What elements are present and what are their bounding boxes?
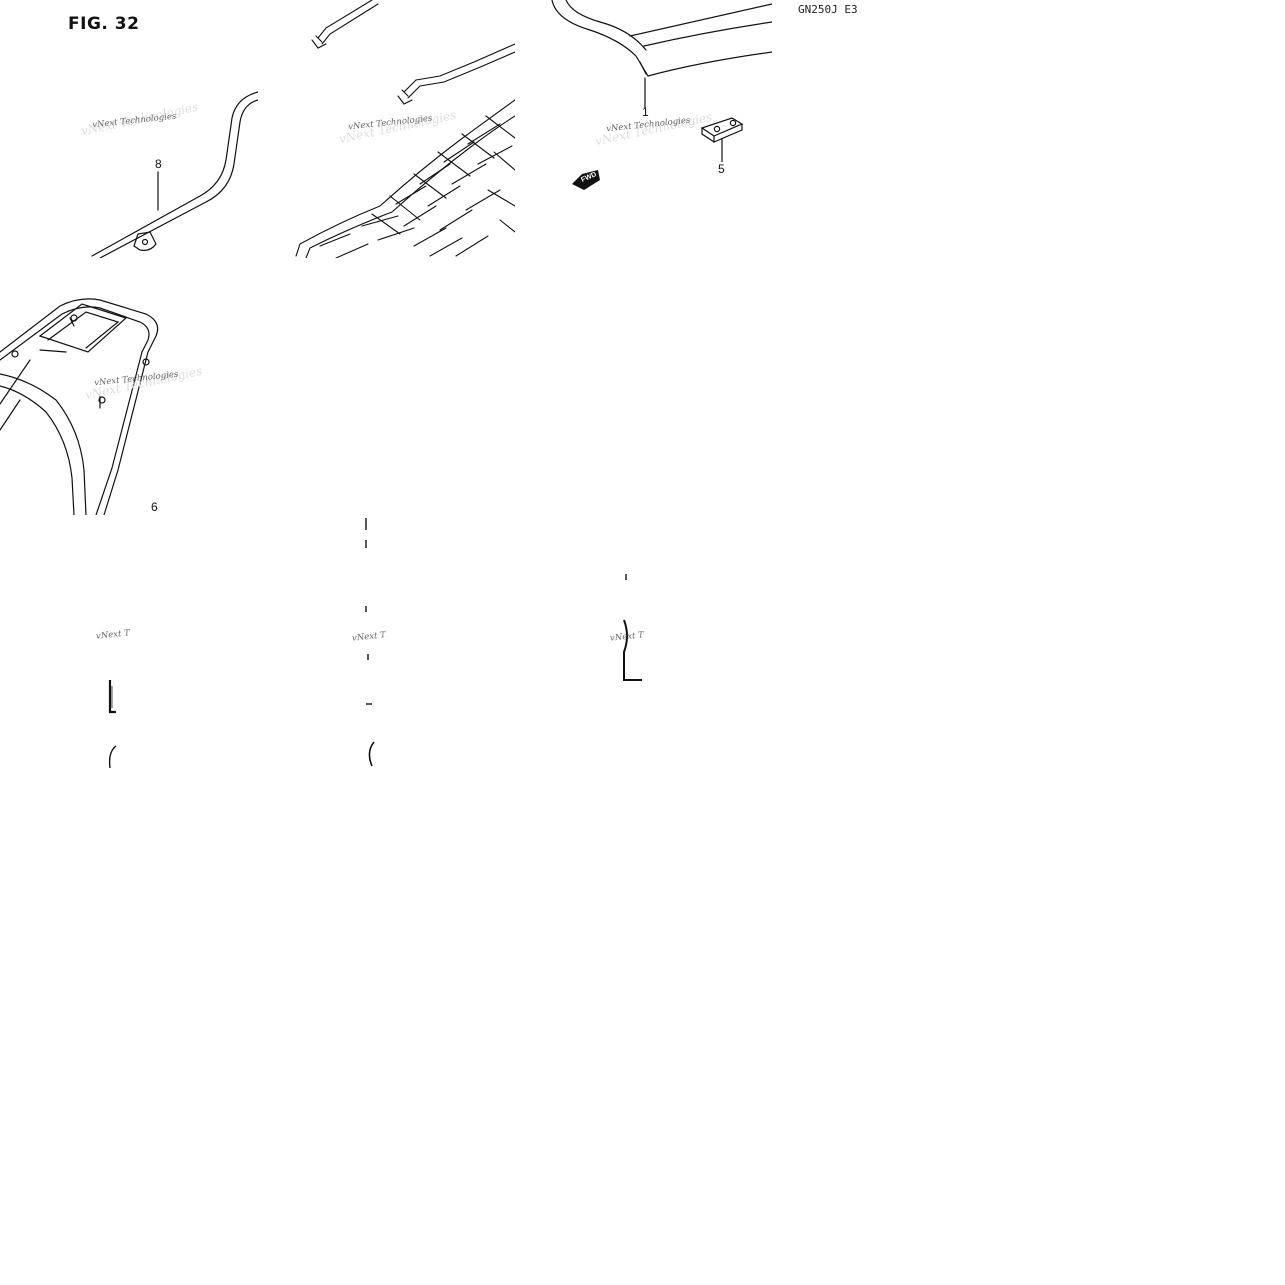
figure-title: FIG. 32 — [68, 14, 140, 34]
image-fragments — [108, 518, 642, 769]
fwd-direction-arrow — [572, 170, 600, 190]
seat-assembly — [295, 0, 515, 258]
plate-part-5 — [700, 117, 744, 162]
tail-cowl-part-1 — [551, 0, 772, 109]
part-label-1: 1 — [642, 105, 649, 119]
grab-bar-part-8 — [91, 91, 258, 258]
part-label-5: 5 — [718, 162, 725, 176]
model-code: GN250J E3 — [798, 3, 858, 16]
part-label-8: 8 — [155, 157, 162, 171]
part-label-6: 6 — [151, 500, 158, 514]
carrier-rack-part-6 — [0, 298, 159, 515]
